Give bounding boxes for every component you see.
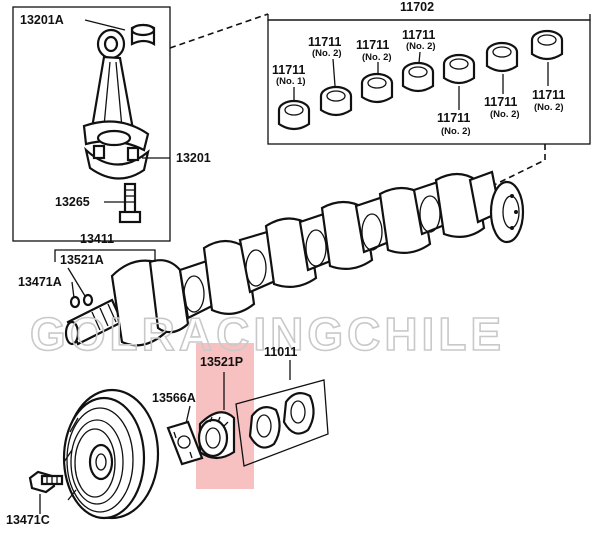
label-13521P: 13521P (200, 355, 243, 369)
label-13411: 13411 (80, 232, 114, 246)
label-11711-c: 11711 (402, 28, 435, 42)
crank-plug-group: 13411 13521A 13471A (18, 232, 156, 309)
label-11711-d: 11711 (437, 111, 470, 125)
key-plate: 13566A (152, 391, 204, 466)
crank-pulley (62, 388, 160, 520)
thrust-washer-right (282, 391, 315, 435)
label-13471A: 13471A (18, 275, 62, 289)
label-11711-f-note: (No. 2) (534, 102, 564, 113)
label-11011: 11011 (264, 345, 297, 359)
label-11711-f: 11711 (532, 88, 565, 102)
rod-bolt (118, 182, 142, 224)
rod-bearing-shell (130, 23, 156, 46)
label-11702: 11702 (400, 0, 434, 14)
crank-gear: 13521P (197, 355, 243, 460)
label-11711-b: 11711 (356, 38, 389, 52)
label-11711-e: 11711 (484, 95, 517, 109)
label-13201: 13201 (176, 151, 211, 165)
label-13201A: 13201A (20, 13, 64, 27)
label-11711-a-note: (No. 2) (312, 48, 342, 59)
crankshaft (64, 170, 525, 347)
main-bearing-shells (277, 29, 564, 131)
label-11711-c-note: (No. 2) (406, 41, 436, 52)
label-11711-no1: 11711 (272, 63, 305, 77)
thrust-washer-left (248, 405, 281, 449)
label-13471C: 13471C (6, 513, 50, 527)
label-11711-b-note: (No. 2) (362, 52, 392, 63)
thrust-washer-group: 11011 (235, 345, 329, 467)
label-11711-e-note: (No. 2) (490, 109, 520, 120)
label-13566A: 13566A (152, 391, 196, 405)
label-11711-a: 11711 (308, 35, 341, 49)
watermark: GOLRACINGCHILE (30, 308, 505, 360)
connecting-rod (82, 28, 150, 180)
pulley-bolt: 13471C (6, 470, 64, 527)
connecting-rod-group: 13201A 13201 13265 (12, 6, 269, 242)
label-13521A: 13521A (60, 253, 104, 267)
label-11711-d-note: (No. 2) (441, 126, 471, 137)
label-13265: 13265 (55, 195, 90, 209)
main-bearing-group: 11702 11711 (No. 1) 11711 (No. 2) 11711 … (267, 0, 591, 187)
label-11711-no1-note: (No. 1) (276, 76, 306, 87)
